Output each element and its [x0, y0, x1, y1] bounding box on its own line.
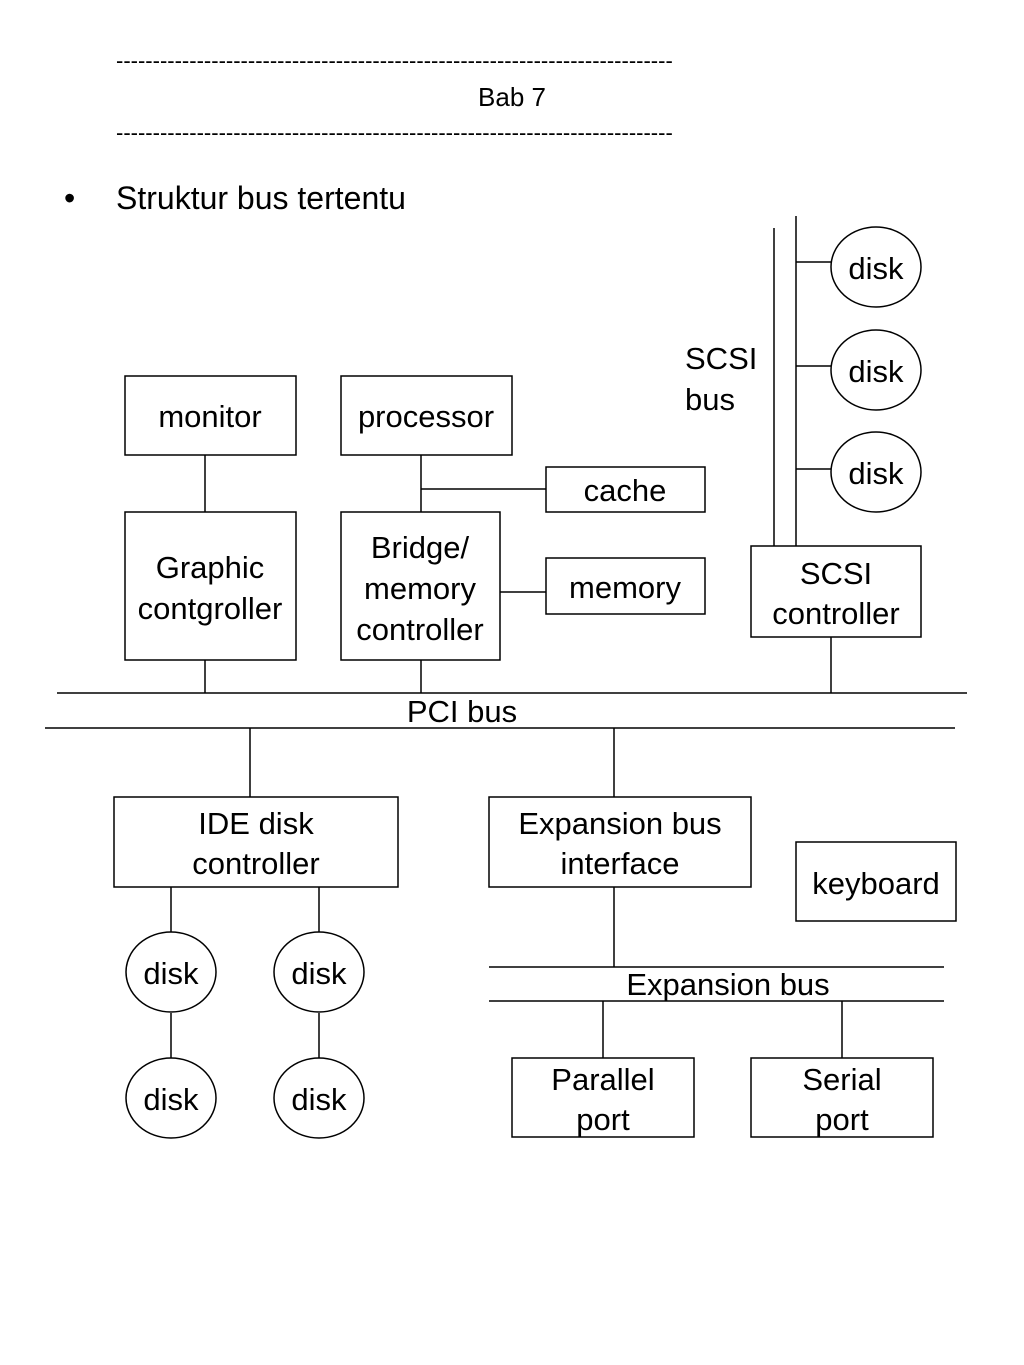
- monitor-box: monitor: [124, 375, 297, 456]
- scsi-disk-1: disk: [830, 226, 922, 308]
- ide-disk-3-label: disk: [143, 1082, 199, 1117]
- ide-controller-label-line-1: IDE disk: [198, 806, 314, 841]
- memory-label: memory: [569, 570, 681, 605]
- parallel-port-label-line-1: Parallel: [551, 1062, 654, 1097]
- bridge-label-line-2: memory: [364, 571, 476, 606]
- serial-port-box: Serial port: [750, 1057, 934, 1138]
- expansion-interface-label-line-1: Expansion bus: [518, 806, 721, 841]
- ide-disk-3: disk: [125, 1057, 217, 1139]
- graphic-controller-label-line-2: contgroller: [138, 591, 283, 626]
- keyboard-box: keyboard: [795, 841, 957, 922]
- parallel-port-box: Parallel port: [511, 1057, 695, 1138]
- scsi-bus-label-line-2: bus: [685, 382, 735, 417]
- parallel-port-label-line-2: port: [576, 1102, 630, 1137]
- memory-box: memory: [545, 557, 706, 615]
- ide-controller-label-line-2: controller: [192, 846, 320, 881]
- header-rule-bottom: ----------------------------------------…: [116, 122, 673, 144]
- bridge-label-line-3: controller: [356, 612, 484, 647]
- ide-disk-4-label: disk: [291, 1082, 347, 1117]
- bullet-point: • Struktur bus tertentu: [64, 180, 406, 217]
- bridge-label-line-1: Bridge/: [371, 530, 470, 565]
- scsi-bus-label: SCSI bus: [685, 341, 757, 417]
- serial-port-label-line-2: port: [815, 1102, 869, 1137]
- ide-disk-4: disk: [273, 1057, 365, 1139]
- scsi-controller-label-line-2: controller: [772, 596, 900, 631]
- cache-label: cache: [584, 473, 667, 508]
- keyboard-label: keyboard: [812, 866, 940, 901]
- expansion-interface-label-line-2: interface: [561, 846, 680, 881]
- processor-box: processor: [340, 375, 513, 456]
- ide-disk-1: disk: [125, 931, 217, 1013]
- expansion-bus-label: Expansion bus: [626, 967, 829, 1002]
- processor-label: processor: [358, 399, 494, 434]
- scsi-disk-2: disk: [830, 329, 922, 411]
- graphic-controller-box: Graphic contgroller: [124, 511, 297, 661]
- graphic-controller-label-line-1: Graphic: [156, 550, 265, 585]
- wires: [45, 216, 967, 1060]
- cache-box: cache: [545, 466, 706, 513]
- pci-bus-label: PCI bus: [407, 694, 517, 729]
- expansion-bus-interface-box: Expansion bus interface: [488, 796, 752, 888]
- bullet-symbol: •: [64, 180, 76, 216]
- chapter-title: Bab 7: [478, 82, 546, 112]
- scsi-bus-label-line-1: SCSI: [685, 341, 757, 376]
- ide-disk-2-label: disk: [291, 956, 347, 991]
- monitor-label: monitor: [158, 399, 261, 434]
- scsi-disk-3-label: disk: [848, 456, 904, 491]
- scsi-disk-2-label: disk: [848, 354, 904, 389]
- ide-disk-2: disk: [273, 931, 365, 1013]
- scsi-disk-1-label: disk: [848, 251, 904, 286]
- scsi-controller-box: SCSI controller: [750, 545, 922, 638]
- scsi-disk-3: disk: [830, 431, 922, 513]
- header-rule-top: ----------------------------------------…: [116, 50, 673, 72]
- bullet-text: Struktur bus tertentu: [116, 180, 406, 216]
- bridge-memory-controller-box: Bridge/ memory controller: [340, 511, 501, 661]
- serial-port-label-line-1: Serial: [802, 1062, 881, 1097]
- scsi-controller-label-line-1: SCSI: [800, 556, 872, 591]
- ide-disk-controller-box: IDE disk controller: [113, 796, 399, 888]
- ide-disk-1-label: disk: [143, 956, 199, 991]
